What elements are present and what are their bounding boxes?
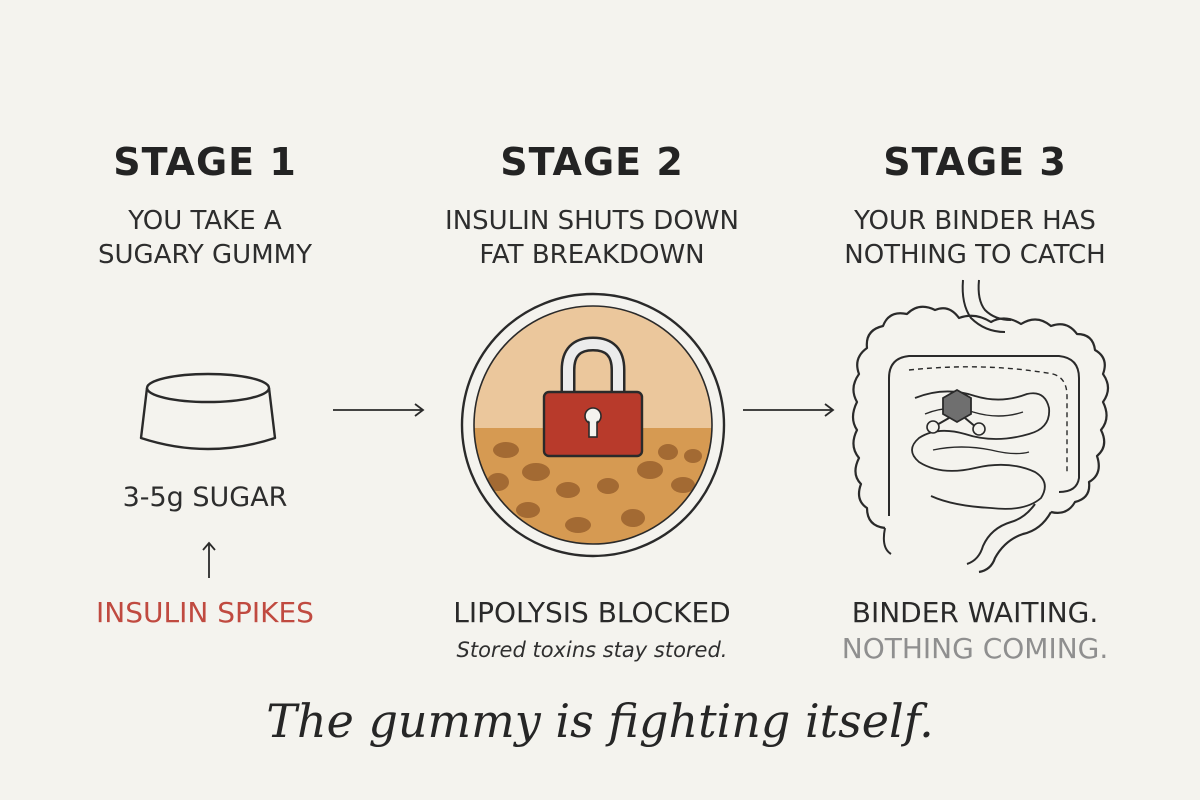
stage-3-title: STAGE 3: [883, 140, 1067, 184]
stage-1-title: STAGE 1: [113, 140, 297, 184]
binder-waiting-label: BINDER WAITING.: [851, 596, 1099, 629]
stage-2-subtitle-line-1: INSULIN SHUTS DOWN: [445, 206, 739, 236]
fat-cell-lock-icon: [460, 292, 726, 558]
lipolysis-blocked-label: LIPOLYSIS BLOCKED: [453, 596, 731, 629]
gummy-icon: [139, 372, 277, 451]
stage-2-subtitle: INSULIN SHUTS DOWN FAT BREAKDOWN: [392, 204, 792, 272]
stage-2-panel: STAGE 2 INSULIN SHUTS DOWN FAT BREAKDOWN: [392, 0, 792, 800]
arrow-right-icon: [333, 403, 425, 417]
insulin-spikes-label: INSULIN SPIKES: [96, 596, 314, 629]
arrow-right-icon: [743, 403, 835, 417]
stage-1-subtitle: YOU TAKE A SUGARY GUMMY: [5, 204, 405, 272]
intestine-binder-icon: [851, 279, 1110, 574]
stage-2-subtitle-line-2: FAT BREAKDOWN: [479, 240, 705, 270]
stage-3-subtitle-line-2: NOTHING TO CATCH: [844, 240, 1106, 270]
stage-3-subtitle-line-1: YOUR BINDER HAS: [854, 206, 1096, 236]
stage-3-subtitle: YOUR BINDER HAS NOTHING TO CATCH: [775, 204, 1175, 272]
nothing-coming-label: NOTHING COMING.: [841, 632, 1109, 665]
stage-2-title: STAGE 2: [500, 140, 684, 184]
stage-3-panel: STAGE 3 YOUR BINDER HAS NOTHING TO CATCH…: [775, 0, 1175, 800]
stage-1-subtitle-line-1: YOU TAKE A: [128, 206, 282, 236]
stored-toxins-note: Stored toxins stay stored.: [456, 638, 728, 662]
stage-1-subtitle-line-2: SUGARY GUMMY: [98, 240, 312, 270]
sugar-amount-label: 3-5g SUGAR: [122, 482, 288, 513]
tagline: The gummy is fighting itself.: [266, 694, 934, 748]
arrow-up-icon: [202, 541, 216, 578]
stage-1-panel: STAGE 1 YOU TAKE A SUGARY GUMMY 3-5g SUG…: [5, 0, 405, 800]
